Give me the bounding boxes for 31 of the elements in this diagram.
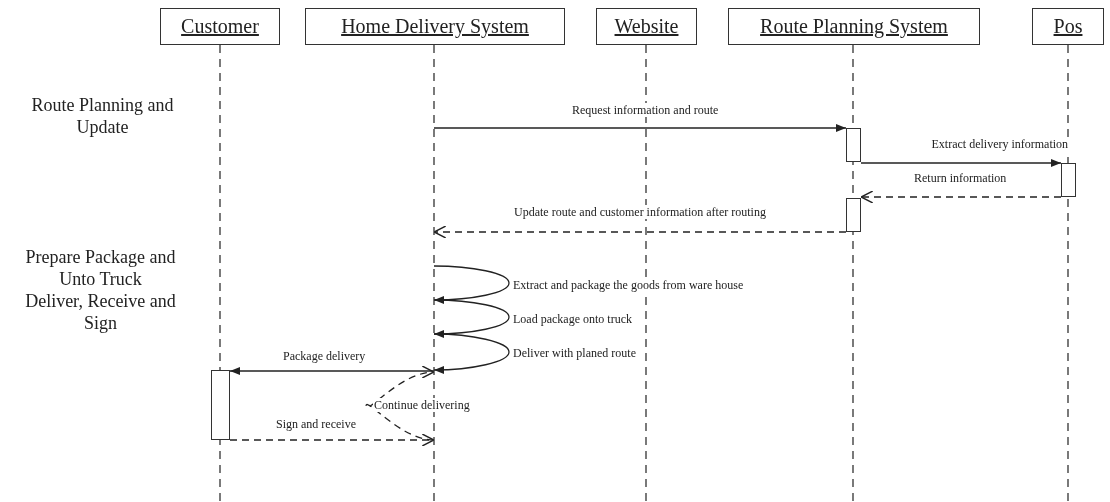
message-arrow: [229, 433, 435, 447]
message-arrow: [860, 158, 1062, 168]
message-label: Continue delivering: [373, 398, 471, 412]
participant-box: Pos: [1032, 8, 1104, 45]
message-label: Package delivery: [282, 349, 367, 363]
participant-box: Customer: [160, 8, 280, 45]
message-arrow: [433, 225, 847, 239]
activation-bar: [211, 370, 230, 440]
self-message-arrow: [365, 366, 435, 441]
message-label: Sign and receive: [275, 417, 357, 431]
activation-bar: [1061, 163, 1076, 197]
message-label: Update route and customer information after routing: [513, 205, 767, 219]
self-message-arrow: [433, 265, 510, 304]
message-label: Extract and package the goods from ware house: [512, 278, 745, 292]
self-message-arrow: [433, 333, 510, 374]
message-label: Deliver with planed route: [512, 346, 637, 360]
participant-box: Route Planning System: [728, 8, 980, 45]
message-label: Return information: [913, 171, 1008, 185]
section-label: Route Planning and Update: [30, 94, 175, 138]
self-message-arrow: [433, 299, 510, 338]
activation-bar: [846, 128, 861, 162]
message-arrow: [860, 190, 1062, 204]
participant-box: Website: [596, 8, 697, 45]
message-label: Extract delivery information: [930, 137, 1070, 151]
message-arrow: [433, 123, 847, 133]
section-label: Deliver, Receive and Sign: [24, 290, 177, 334]
section-label: Prepare Package and Unto Truck: [24, 246, 177, 290]
participant-box: Home Delivery System: [305, 8, 565, 45]
activation-bar: [846, 198, 861, 232]
message-label: Request information and route: [571, 103, 720, 117]
message-label: Load package onto truck: [512, 312, 633, 326]
